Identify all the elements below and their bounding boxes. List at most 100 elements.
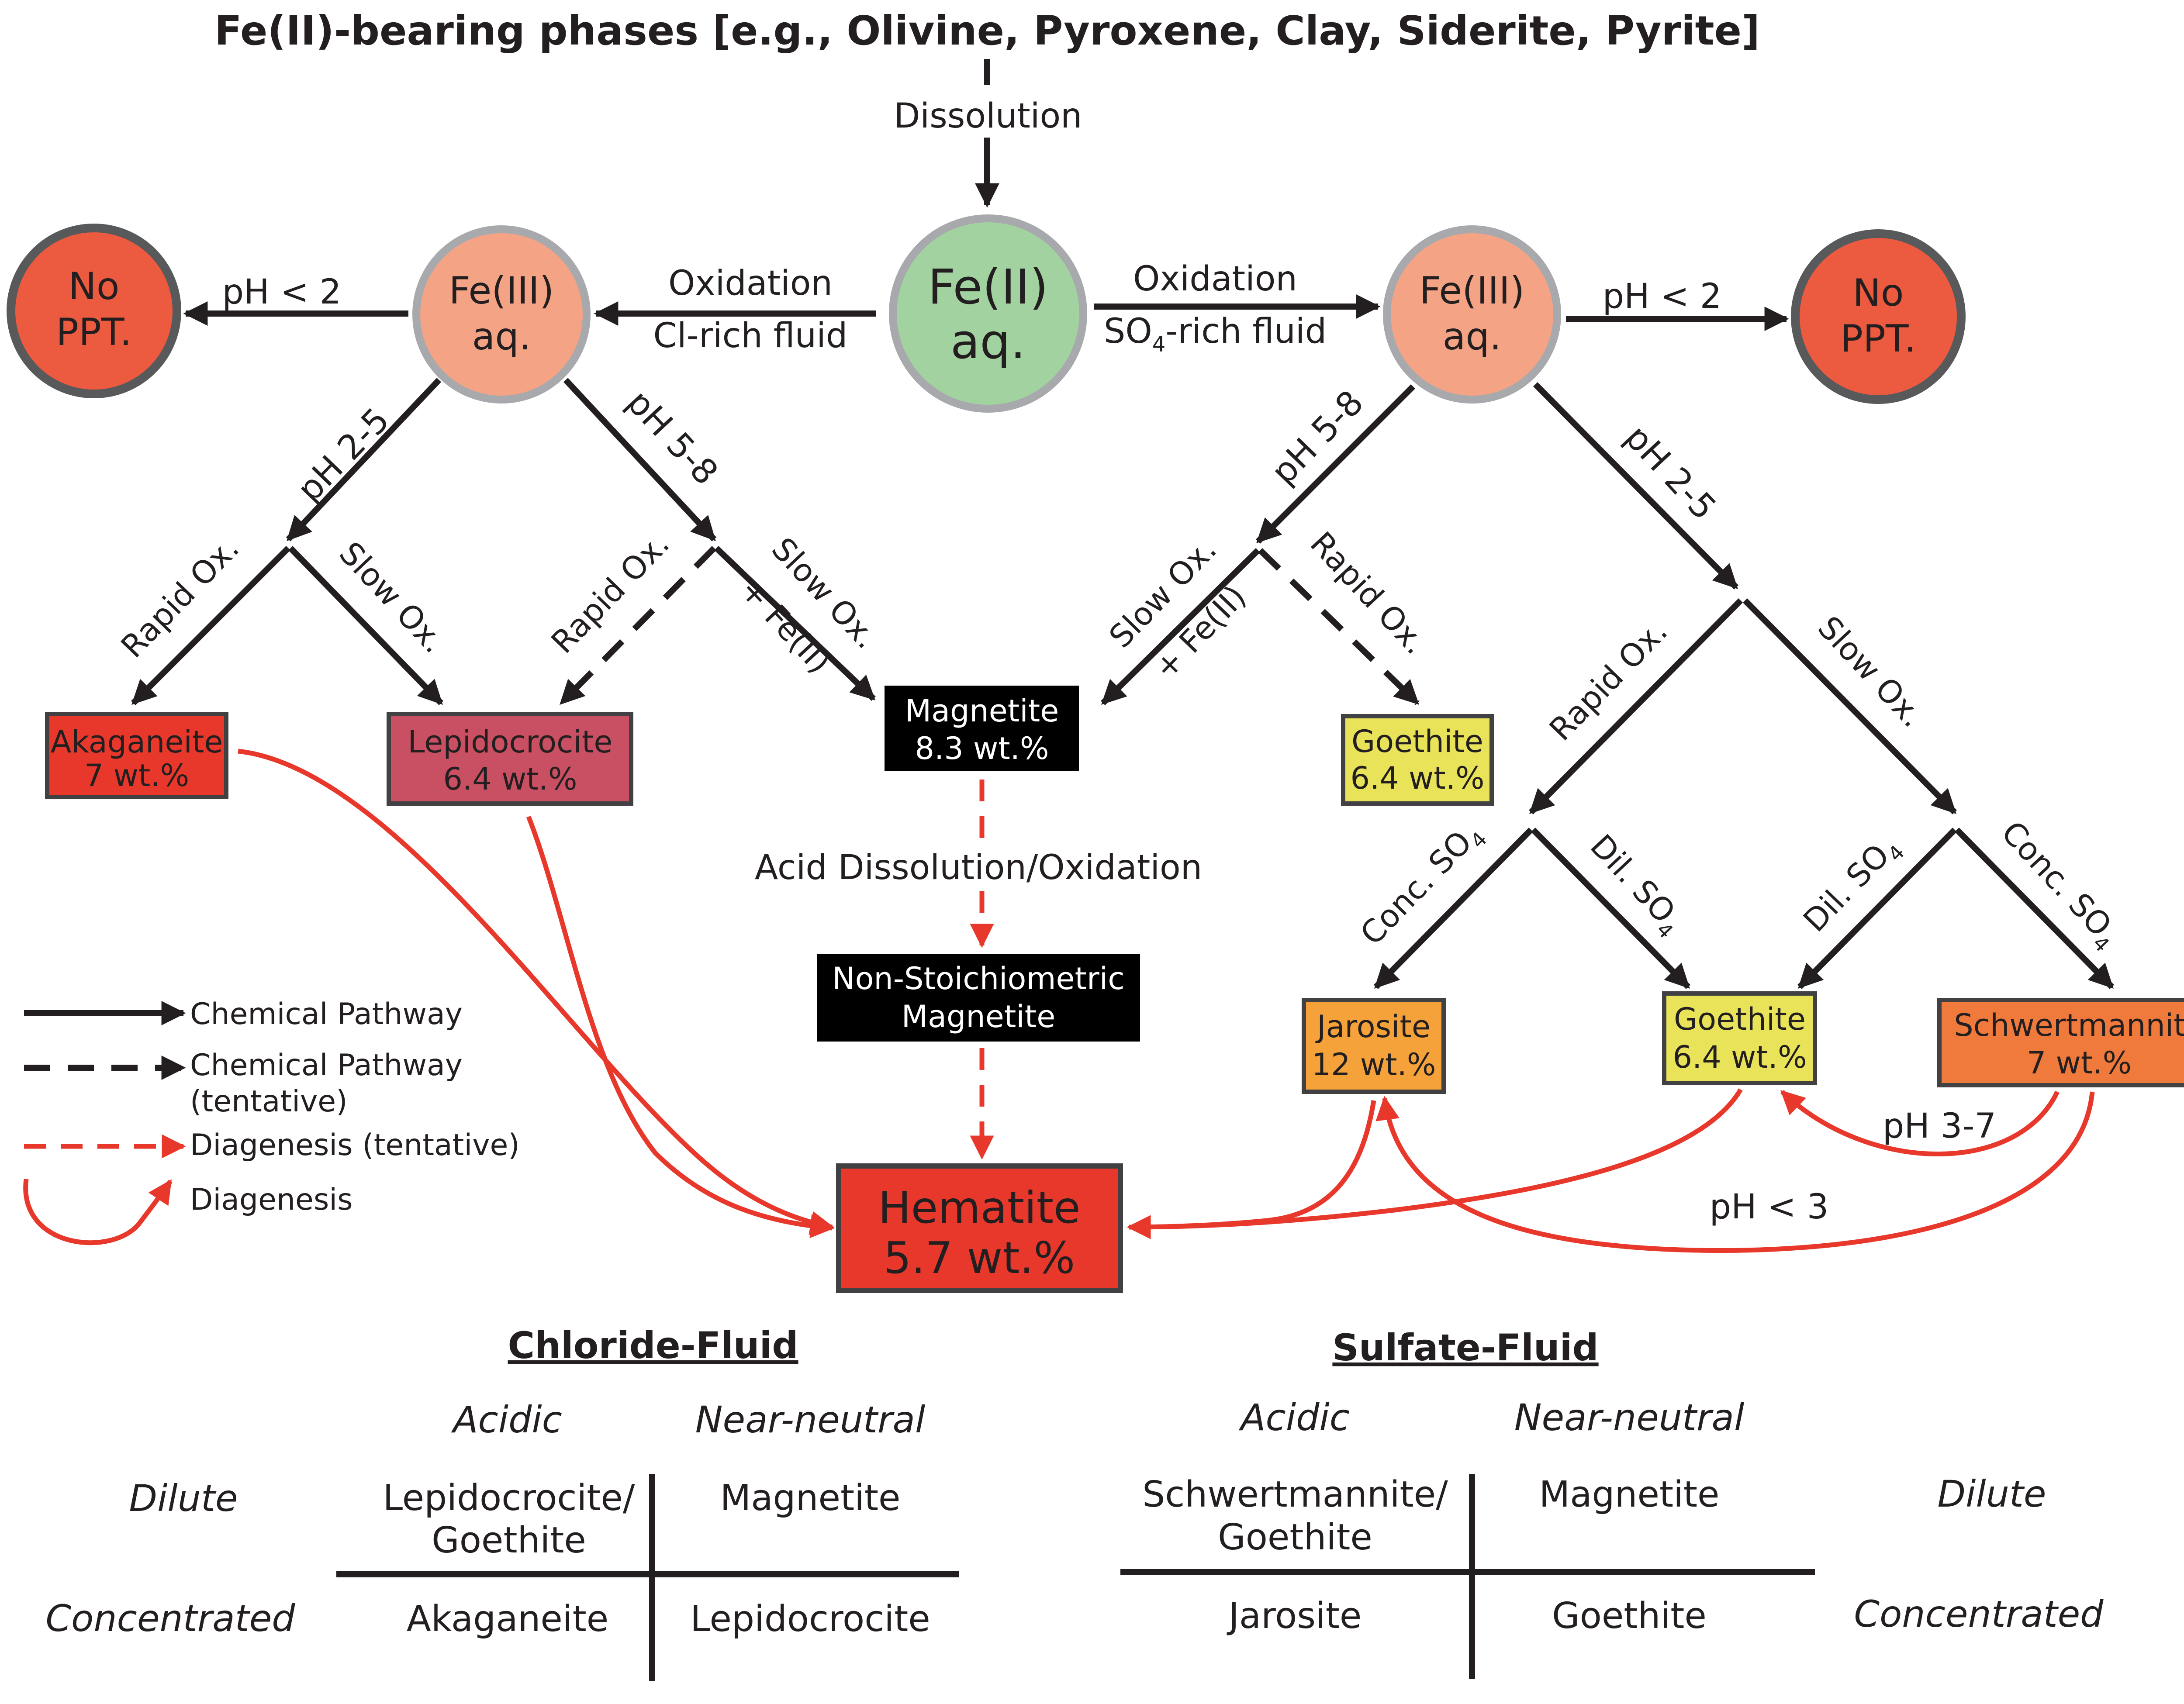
sulfate-row-dilute: Dilute — [1937, 1473, 2046, 1515]
fe2-aq-line2: aq. — [950, 314, 1026, 369]
fe3-aq-right-circle — [1383, 225, 1561, 404]
non-stoichiometric-line2: Magnetite — [902, 999, 1056, 1035]
rapid-ox-1-label: Rapid Ox. — [114, 530, 246, 665]
legend-chemical-label: Chemical Pathway — [190, 997, 463, 1031]
lepidocrocite-box: Lepidocrocite 6.4 wt.% — [387, 712, 633, 806]
fe3-aq-left-circle — [412, 225, 591, 404]
goethite-upper-box: Goethite 6.4 wt.% — [1341, 714, 1494, 806]
jarosite-rect — [1302, 998, 1446, 1094]
schwertmannite-rect — [1937, 998, 2184, 1087]
akaganeite-value: 7 wt.% — [84, 758, 189, 793]
sulfate-col-acidic: Acidic — [1238, 1396, 1350, 1439]
goethite-upper-value: 6.4 wt.% — [1350, 760, 1484, 796]
slow-ox-magnetite-right-arrow — [1101, 548, 1260, 705]
magnetite-rect — [885, 686, 1079, 771]
ph-3-7-label: pH 3-7 — [1883, 1107, 1996, 1146]
legend-diagenesis-label: Diagenesis — [190, 1183, 353, 1217]
rapid-ox-goethite-tentative-arrow — [1258, 548, 1420, 706]
lepidocrocite-rect — [387, 712, 633, 806]
fe3-aq-right-line1: Fe(III) — [1420, 269, 1525, 313]
no-ppt-right-circle — [1791, 229, 1966, 404]
rapid-ox-akaganeite-arrow — [131, 546, 290, 705]
magnetite-value: 8.3 wt.% — [915, 731, 1049, 766]
conc-so4-jarosite-arrow — [1374, 828, 1533, 989]
ph25-right-arrow — [1533, 382, 1738, 590]
lepidocrocite-to-hematite-curve — [526, 815, 835, 1238]
goethite-lower-value: 6.4 wt.% — [1673, 1039, 1807, 1075]
slow-ox-4-label: Slow Ox. — [1811, 609, 1931, 735]
fe3-aq-left-line2: aq. — [472, 315, 531, 359]
dil-so4-goethite-right-arrow — [1797, 828, 1957, 989]
goethite-upper-rect — [1341, 714, 1494, 806]
chloride-dilute-acidic-1: Lepidocrocite/ — [383, 1477, 635, 1519]
chloride-row-concentrated: Concentrated — [45, 1597, 295, 1640]
magnetite-name: Magnetite — [905, 693, 1059, 729]
hematite-rect — [836, 1163, 1123, 1293]
ph-lt2-right-label: pH < 2 — [1603, 277, 1722, 316]
sulfate-row-concentrated: Concentrated — [1854, 1593, 2104, 1635]
rapid-ox-2-label: Rapid Ox. — [544, 525, 677, 660]
dil-so4-goethite-left-arrow — [1531, 828, 1690, 989]
slow-ox-magnetite-left-arrow — [714, 545, 876, 701]
akaganeite-box: Akaganeite 7 wt.% — [45, 712, 228, 799]
ph-lt2-left-label: pH < 2 — [222, 273, 342, 312]
sulfate-dilute-acidic-2: Goethite — [1218, 1517, 1372, 1558]
lepidocrocite-name: Lepidocrocite — [408, 724, 613, 760]
non-stoichiometric-magnetite-rect — [817, 954, 1140, 1042]
chloride-col-acidic: Acidic — [451, 1398, 562, 1441]
dil-so4-right-label: Dil. SO4 — [1796, 828, 1909, 942]
sulfate-fluid-table: Sulfate-Fluid Acidic Near-neutral Dilute… — [1120, 1326, 2104, 1679]
jarosite-value: 12 wt.% — [1312, 1047, 1436, 1083]
fe2-aq-line1: Fe(II) — [928, 259, 1048, 315]
hematite-value: 5.7 wt.% — [884, 1232, 1075, 1283]
schwertmannite-name: Schwertmannite — [1954, 1007, 2184, 1043]
diagram-title: Fe(II)-bearing phases [e.g., Olivine, Py… — [214, 7, 1760, 54]
ph58-left-arrow — [563, 378, 717, 542]
chloride-fluid-table: Chloride-Fluid Acidic Near-neutral Dilut… — [45, 1324, 959, 1681]
fe3-aq-right-line2: aq. — [1443, 315, 1502, 359]
chloride-dilute-neutral: Magnetite — [720, 1477, 900, 1519]
no-ppt-right-node: No PPT. — [1791, 229, 1966, 404]
slow-ox-lepidocrocite-arrow — [288, 546, 444, 705]
no-ppt-left-circle — [7, 224, 181, 398]
jarosite-box: Jarosite 12 wt.% — [1302, 998, 1446, 1094]
goethite-lower-name: Goethite — [1674, 1001, 1806, 1037]
akaganeite-name: Akaganeite — [51, 724, 223, 760]
legend-diagenesis-curve — [23, 1179, 173, 1245]
chloride-conc-acidic: Akaganeite — [407, 1598, 609, 1640]
schwertmannite-to-goethite-curve — [1780, 1090, 2060, 1156]
no-ppt-left-node: No PPT. — [7, 224, 181, 398]
acid-dissolution-label: Acid Dissolution/Oxidation — [755, 848, 1202, 887]
rapid-ox-3-label: Rapid Ox. — [1303, 525, 1434, 662]
fe3-aq-left-line1: Fe(III) — [449, 269, 554, 313]
hematite-box: Hematite 5.7 wt.% — [836, 1163, 1123, 1293]
chloride-conc-neutral: Lepidocrocite — [690, 1598, 930, 1640]
so4-rich-fluid-label: SO4-rich fluid — [1104, 312, 1327, 357]
chloride-table-title: Chloride-Fluid — [508, 1324, 798, 1367]
oxidation-left-label: Oxidation — [668, 264, 833, 303]
akaganeite-rect — [45, 712, 228, 799]
fe2-aq-node: Fe(II) aq. — [889, 214, 1087, 413]
schwertmannite-to-jarosite-curve — [1375, 1091, 2095, 1253]
goethite-upper-name: Goethite — [1351, 724, 1483, 759]
rapid-ox-4-label: Rapid Ox. — [1542, 613, 1675, 748]
ph58-right-label: pH 5-8 — [1264, 383, 1371, 492]
jarosite-name: Jarosite — [1315, 1009, 1431, 1045]
rapid-ox-split-arrow — [1529, 598, 1743, 814]
non-stoichiometric-magnetite-box: Non-Stoichiometric Magnetite — [817, 954, 1140, 1042]
ph25-right-label: pH 2-5 — [1617, 417, 1723, 528]
schwertmannite-box: Schwertmannite 7 wt.% — [1937, 998, 2184, 1087]
slow-ox-split-arrow — [1743, 598, 1957, 814]
sulfate-dilute-neutral: Magnetite — [1539, 1474, 1719, 1515]
no-ppt-left-line2: PPT. — [56, 310, 131, 354]
no-ppt-right-line1: No — [1853, 271, 1904, 315]
chloride-dilute-acidic-2: Goethite — [432, 1520, 586, 1561]
cl-rich-fluid-label: Cl-rich fluid — [653, 316, 848, 355]
sulfate-conc-acidic: Jarosite — [1227, 1595, 1362, 1637]
schwertmannite-value: 7 wt.% — [2027, 1045, 2132, 1081]
fe2-aq-circle — [889, 214, 1087, 413]
chloride-col-neutral: Near-neutral — [695, 1398, 926, 1441]
goethite-lower-box: Goethite 6.4 wt.% — [1662, 991, 1817, 1085]
ph25-left-label: pH 2-5 — [290, 400, 397, 510]
no-ppt-left-line1: No — [69, 265, 120, 308]
